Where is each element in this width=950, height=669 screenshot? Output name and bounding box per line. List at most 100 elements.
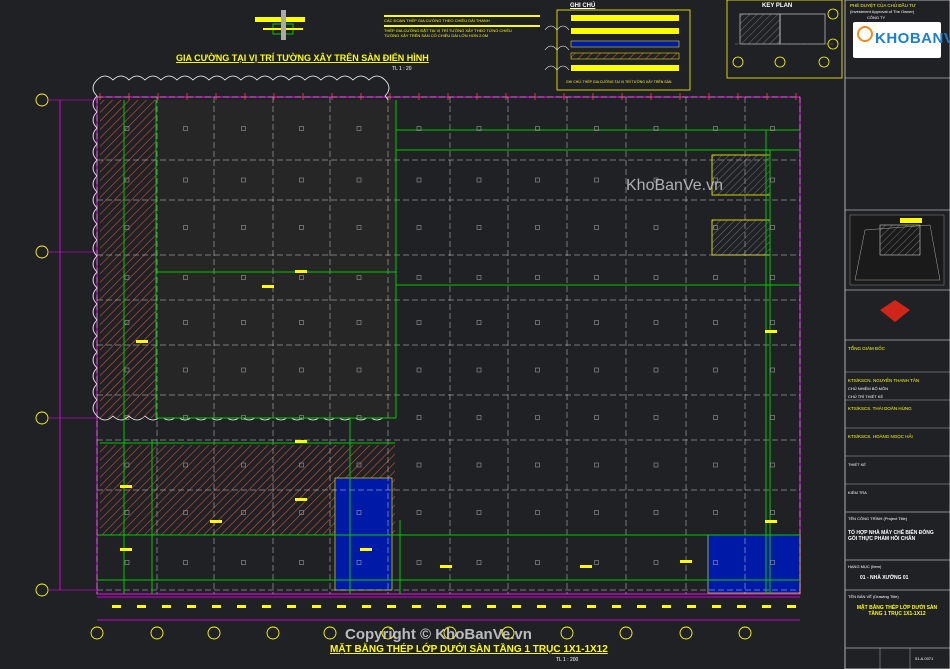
- column-mark: [124, 320, 130, 325]
- bottom-tick: [362, 605, 371, 608]
- column-mark: [356, 320, 362, 325]
- column-mark: [594, 320, 599, 325]
- column-mark: [183, 275, 188, 280]
- legend-title: GHI CHÚ: [570, 3, 596, 9]
- column-mark: [770, 560, 775, 565]
- grid-bubble-bottom: [619, 626, 633, 640]
- column-mark: [476, 320, 482, 325]
- tb-role-7: THIẾT KẾ: [848, 462, 866, 467]
- column-mark: [713, 177, 718, 183]
- column-mark: [713, 225, 718, 230]
- column-mark: [241, 367, 246, 373]
- column-mark: [476, 415, 482, 420]
- column-mark: [476, 510, 482, 515]
- notes-bars: [384, 15, 540, 27]
- column-mark: [416, 415, 422, 420]
- column-mark: [299, 126, 304, 131]
- column-mark: [653, 225, 659, 230]
- hatched-zones: [100, 100, 771, 535]
- rebar-tag: [262, 285, 274, 288]
- column-mark: [124, 560, 130, 565]
- column-mark: [770, 415, 775, 420]
- tb-role-6: KTS/KSCS. HOÀNG NGỌC HẢI: [848, 434, 913, 439]
- column-mark: [653, 320, 659, 325]
- column-mark: [299, 510, 304, 515]
- tb-role-2: KTS/KSCN. NGUYỄN THANH TÂN: [848, 378, 920, 383]
- note-line-3: TƯỜNG XÂY TRÊN SÀN CÓ CHIỀU DÀI LỚN HƠN …: [384, 33, 489, 38]
- bottom-tick: [587, 605, 596, 608]
- bottom-tick: [512, 605, 521, 608]
- rebar-tag: [680, 560, 692, 563]
- watermark-bottom: Copyright © KhoBanVe.vn: [345, 626, 532, 643]
- tb-approval-sub: (Investment Approval of The Owner): [850, 9, 915, 14]
- column-mark: [713, 462, 718, 468]
- column-mark: [594, 177, 599, 183]
- column-mark: [713, 320, 718, 325]
- bottom-tick: [137, 605, 146, 608]
- logo-icon: [857, 26, 873, 42]
- column-mark: [653, 177, 659, 183]
- column-mark: [770, 367, 775, 373]
- bottom-ticks: [99, 93, 797, 608]
- column-mark: [416, 560, 422, 565]
- column-mark: [124, 177, 130, 183]
- column-mark: [356, 415, 362, 420]
- grid-bubble-bottom: [738, 626, 752, 640]
- column-mark: [299, 320, 304, 325]
- column-mark: [356, 462, 362, 468]
- grid-bubbles: [35, 93, 752, 640]
- column-mark: [416, 177, 422, 183]
- column-mark: [124, 126, 130, 131]
- rebar-tag: [136, 340, 148, 343]
- column-mark: [535, 320, 540, 325]
- column-mark: [356, 510, 362, 515]
- column-mark: [416, 275, 422, 280]
- column-mark: [713, 415, 718, 420]
- column-mark: [594, 275, 599, 280]
- column-mark: [416, 510, 422, 515]
- column-mark: [241, 320, 246, 325]
- bottom-tick: [187, 605, 196, 608]
- rebar-lines: [97, 100, 800, 594]
- column-mark: [356, 560, 362, 565]
- column-mark: [416, 320, 422, 325]
- bottom-tick: [287, 605, 296, 608]
- column-mark: [594, 225, 599, 230]
- column-mark: [770, 275, 775, 280]
- column-mark: [183, 320, 188, 325]
- tb-role-1: TỔNG GIÁM ĐỐC: [848, 346, 885, 351]
- column-mark: [535, 367, 540, 373]
- tb-approval: PHÊ DUYỆT CỦA CHỦ ĐẦU TƯ: [850, 3, 916, 8]
- rebar-tag: [295, 440, 307, 443]
- rebar-tag: [295, 498, 307, 501]
- column-mark: [416, 126, 422, 131]
- drawing-scale: TL 1 : 200: [556, 657, 579, 663]
- rebar-tag: [765, 520, 777, 523]
- grid-bubble-bottom: [266, 626, 280, 640]
- grid-bubble-left: [35, 93, 49, 107]
- column-mark: [241, 415, 246, 420]
- column-mark: [299, 415, 304, 420]
- column-mark: [241, 510, 246, 515]
- column-mark: [124, 225, 130, 230]
- grid-bubble-bottom: [381, 626, 395, 640]
- tb-sheet-no: 01.A.0071: [915, 656, 934, 661]
- bottom-tick: [637, 605, 646, 608]
- column-mark: [124, 462, 130, 468]
- bottom-tick: [487, 605, 496, 608]
- grid-bubble-bottom: [323, 626, 337, 640]
- tb-sheet-title: MẶT BẰNG THÉP LỚP DƯỚI SÀN TẦNG 1 TRỤC 1…: [856, 605, 938, 617]
- column-mark: [476, 126, 482, 131]
- grid-bubble-bottom: [443, 626, 457, 640]
- grid-bubble-left: [35, 245, 49, 259]
- bottom-tick: [162, 605, 171, 608]
- column-mark: [770, 510, 775, 515]
- grid-bubble-bottom: [679, 626, 693, 640]
- title-block-frame: [844, 0, 950, 669]
- bottom-tick: [237, 605, 246, 608]
- grid-bubble-left: [35, 583, 49, 597]
- bottom-tick: [212, 605, 221, 608]
- bottom-tick: [762, 605, 771, 608]
- rebar-tag: [295, 270, 307, 273]
